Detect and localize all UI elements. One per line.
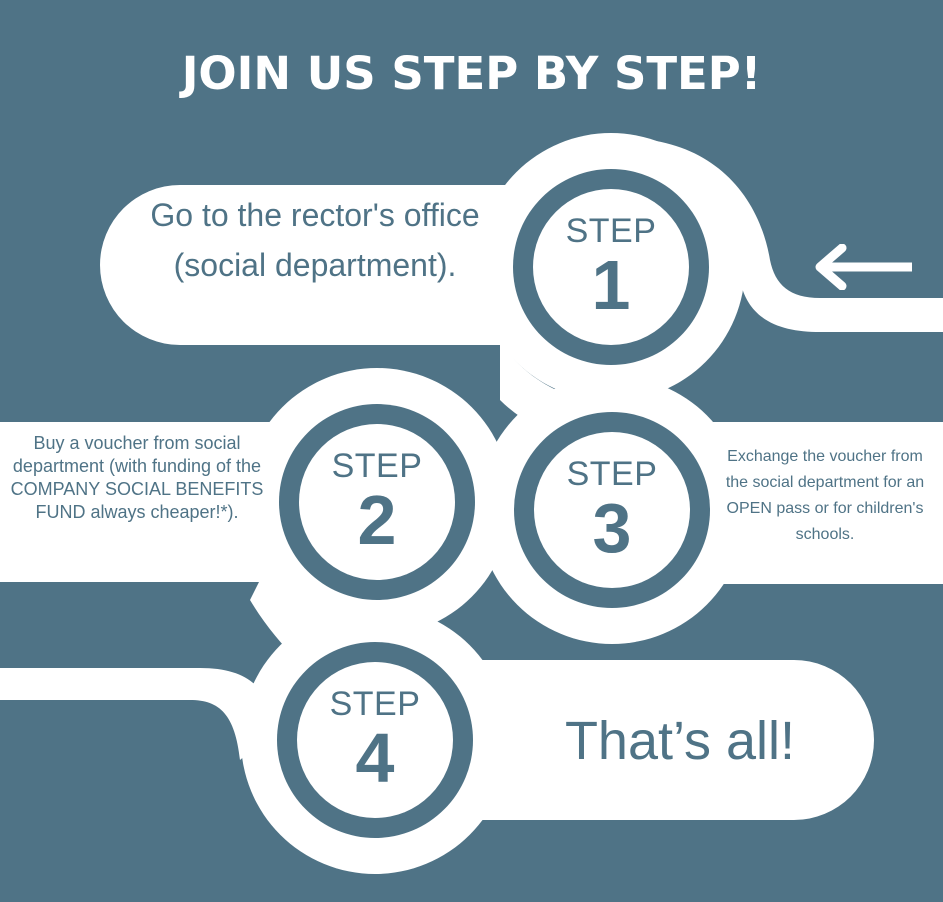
step-2-text: Buy a voucher from social department (wi…: [10, 433, 264, 522]
step-1-label: STEP: [565, 212, 657, 250]
step-3-label: STEP: [566, 455, 658, 493]
step-4-banner: [380, 660, 874, 820]
step-4-number: 4: [355, 719, 395, 797]
step-4-badge: STEP 4: [297, 662, 453, 818]
step-1-number: 1: [591, 246, 631, 324]
step-4-text: That’s all!: [564, 711, 796, 771]
step-3-number: 3: [592, 489, 632, 567]
step-1-badge: STEP 1: [533, 189, 689, 345]
road-right-exit: [650, 140, 943, 332]
step-2-label: STEP: [331, 447, 423, 485]
road-left-entry: [0, 668, 275, 760]
step-4-label: STEP: [329, 685, 421, 723]
step-2-number: 2: [357, 481, 397, 559]
step-1-text: Go to the rector's office (social depart…: [150, 197, 480, 283]
step-3-text: Exchange the voucher from the social dep…: [725, 448, 925, 543]
arrow-left-icon: [815, 244, 912, 290]
page-title: JOIN US STEP BY STEP!: [181, 47, 762, 100]
step-3-badge: STEP 3: [534, 432, 690, 588]
step-2-badge: STEP 2: [299, 424, 455, 580]
